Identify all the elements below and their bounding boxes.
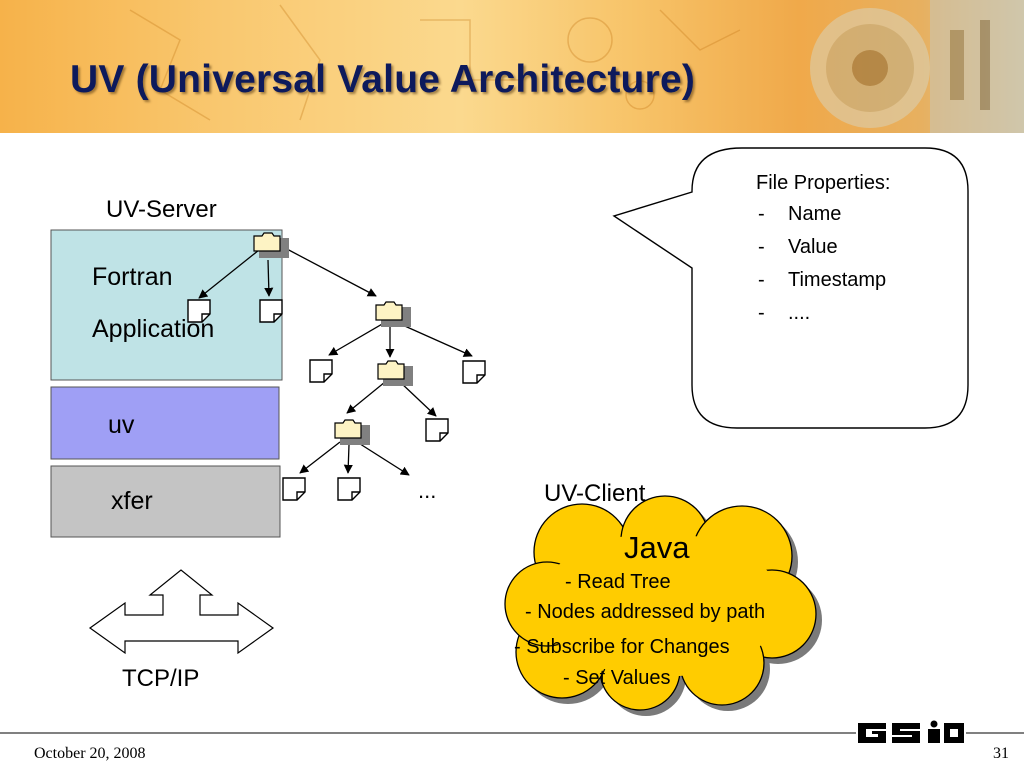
tcpip-label: TCP/IP — [122, 665, 200, 692]
uv-client-label: UV-Client — [544, 480, 646, 507]
fortran-application-layer — [50, 229, 283, 381]
title-banner: UV (Universal Value Architecture) — [0, 0, 1024, 133]
property-more: .... — [788, 302, 811, 324]
callout-title: File Properties: — [756, 172, 891, 194]
client-feature-read-tree: - Read Tree — [565, 571, 671, 593]
client-feature-nodes-by-path: - Nodes addressed by path — [525, 601, 766, 623]
application-label: Application — [92, 315, 215, 343]
java-cloud-title: Java — [624, 530, 690, 565]
client-feature-set-values: - Set Values — [563, 667, 671, 689]
folder-icon — [334, 419, 371, 446]
file-properties-callout — [612, 147, 969, 429]
document-icon — [425, 418, 449, 442]
java-cloud — [504, 495, 822, 716]
folder-icon — [253, 232, 290, 259]
folder-icon — [377, 360, 414, 387]
property-item: -.... — [758, 302, 811, 324]
uv-server-label: UV-Server — [106, 196, 217, 223]
property-timestamp: Timestamp — [788, 269, 887, 291]
tcpip-arrow — [88, 569, 275, 655]
folder-icon — [375, 301, 412, 328]
page-number: 31 — [993, 745, 1009, 762]
property-item: -Name — [758, 203, 842, 225]
property-name: Name — [788, 203, 842, 225]
uv-layer — [50, 386, 280, 460]
document-icon — [282, 477, 306, 501]
gsi-logo — [856, 720, 966, 746]
document-icon — [462, 360, 486, 384]
banner-artwork — [129, 0, 1024, 133]
slide-title: UV (Universal Value Architecture) — [70, 58, 696, 101]
footer-date: October 20, 2008 — [34, 745, 146, 762]
more-nodes-ellipsis: ... — [418, 478, 437, 503]
tree-edges — [198, 247, 473, 476]
architecture-diagram — [0, 147, 1024, 734]
property-value: Value — [788, 236, 838, 258]
client-feature-subscribe: - Subscribe for Changes — [514, 636, 730, 658]
property-item: -Value — [758, 236, 838, 258]
document-icon — [309, 359, 333, 383]
property-item: -Timestamp — [758, 269, 887, 291]
uv-layer-label: uv — [108, 411, 135, 439]
document-icon — [337, 477, 361, 501]
xfer-layer — [50, 465, 281, 538]
xfer-layer-label: xfer — [111, 487, 153, 515]
fortran-label: Fortran — [92, 263, 173, 291]
